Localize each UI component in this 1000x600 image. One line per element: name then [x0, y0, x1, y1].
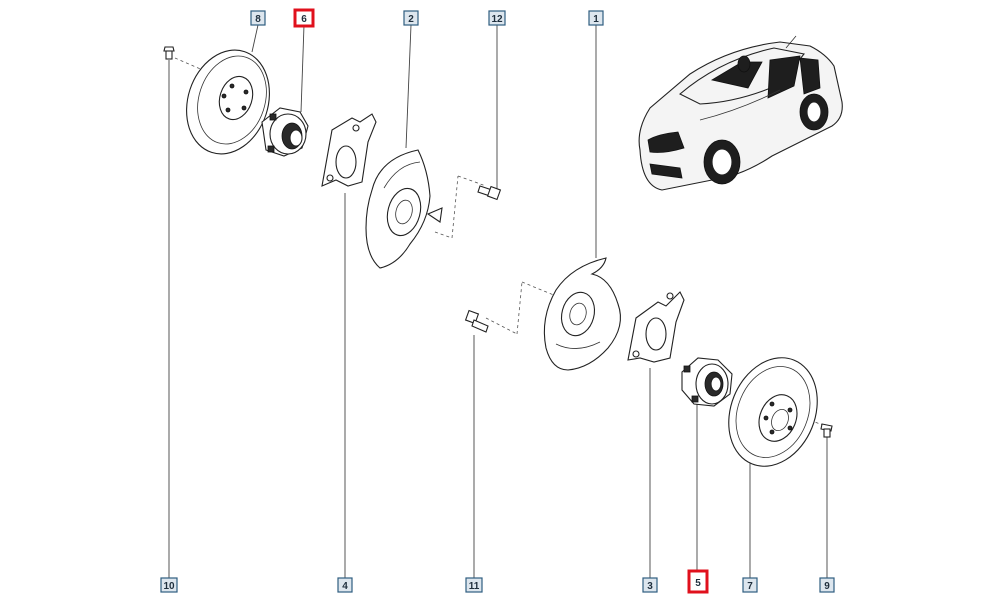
callout-7-label: 7: [747, 581, 753, 592]
callout-4[interactable]: 4: [337, 577, 353, 593]
callout-12-label: 12: [491, 14, 503, 25]
dust-shield-part-2: [365, 149, 443, 269]
brake-disc-part-7: [728, 357, 818, 467]
anchor-bracket-part-3: [627, 291, 685, 363]
callout-1[interactable]: 1: [588, 10, 604, 26]
callout-4-label: 4: [342, 581, 348, 592]
callout-6[interactable]: 6: [293, 8, 315, 28]
vehicle-illustration: [638, 35, 843, 191]
callout-8-label: 8: [255, 14, 261, 25]
callout-6-label: 6: [301, 14, 307, 25]
callout-5-label: 5: [695, 578, 701, 589]
bolt-part-11: [464, 309, 489, 333]
bolt-part-12: [477, 185, 502, 201]
wheel-hub-part-6: [261, 107, 309, 157]
callout-10-label: 10: [163, 581, 175, 592]
callout-3[interactable]: 3: [642, 577, 658, 593]
bolt-part-9: [820, 423, 833, 438]
callout-3-label: 3: [647, 581, 653, 592]
callout-11-label: 11: [469, 581, 480, 592]
callout-12[interactable]: 12: [488, 10, 506, 26]
callout-5[interactable]: 5: [687, 569, 709, 594]
leader-lines: [168, 24, 828, 578]
callout-7[interactable]: 7: [742, 577, 758, 593]
brake-disc-part-8: [186, 49, 270, 155]
anchor-bracket-part-4: [321, 113, 377, 187]
callout-9-label: 9: [824, 581, 830, 592]
callout-2[interactable]: 2: [403, 10, 419, 26]
dust-shield-part-1: [543, 257, 621, 371]
wheel-hub-part-5: [681, 357, 733, 407]
bolt-part-10: [163, 46, 175, 60]
callout-10[interactable]: 10: [160, 577, 178, 593]
callout-9[interactable]: 9: [819, 577, 835, 593]
callout-8[interactable]: 8: [250, 10, 266, 26]
callout-11[interactable]: 11: [465, 577, 483, 593]
callout-2-label: 2: [408, 14, 414, 25]
callout-1-label: 1: [593, 14, 599, 25]
